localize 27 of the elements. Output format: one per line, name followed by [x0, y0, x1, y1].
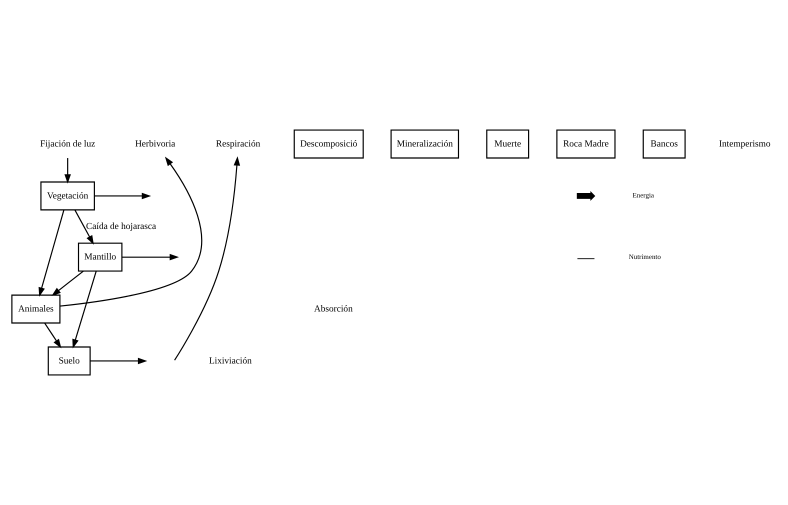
node-box: Suelo [48, 346, 91, 376]
arrow [94, 192, 152, 200]
node-box: Mantillo [78, 242, 122, 272]
node-box: Roca Madre [556, 130, 616, 159]
node-text: Respiración [216, 139, 260, 150]
arrow [174, 156, 240, 360]
node-box: Descomposició [294, 130, 364, 159]
edge-label: Caída de hojarasca [86, 222, 156, 232]
arrow [122, 254, 179, 260]
arrow [52, 270, 84, 296]
node-text: Fijación de luz [40, 139, 96, 150]
label: Absorción [314, 304, 353, 314]
arrow [44, 322, 62, 348]
label: Lixiviación [208, 356, 252, 366]
label: Intemperismo [718, 139, 771, 150]
arrow [64, 158, 71, 184]
arrow [90, 358, 148, 364]
arrow [72, 271, 97, 348]
node-box: Mineralización [390, 130, 460, 159]
node-box: Animales [11, 294, 60, 324]
arrow [74, 210, 94, 245]
arrow [38, 210, 64, 297]
node-text: Herbivoria [135, 139, 176, 150]
node-box: Bancos [642, 130, 686, 159]
arrow [60, 156, 202, 307]
node-box: Vegetación [40, 181, 95, 210]
node-box: Muerte [486, 130, 530, 159]
